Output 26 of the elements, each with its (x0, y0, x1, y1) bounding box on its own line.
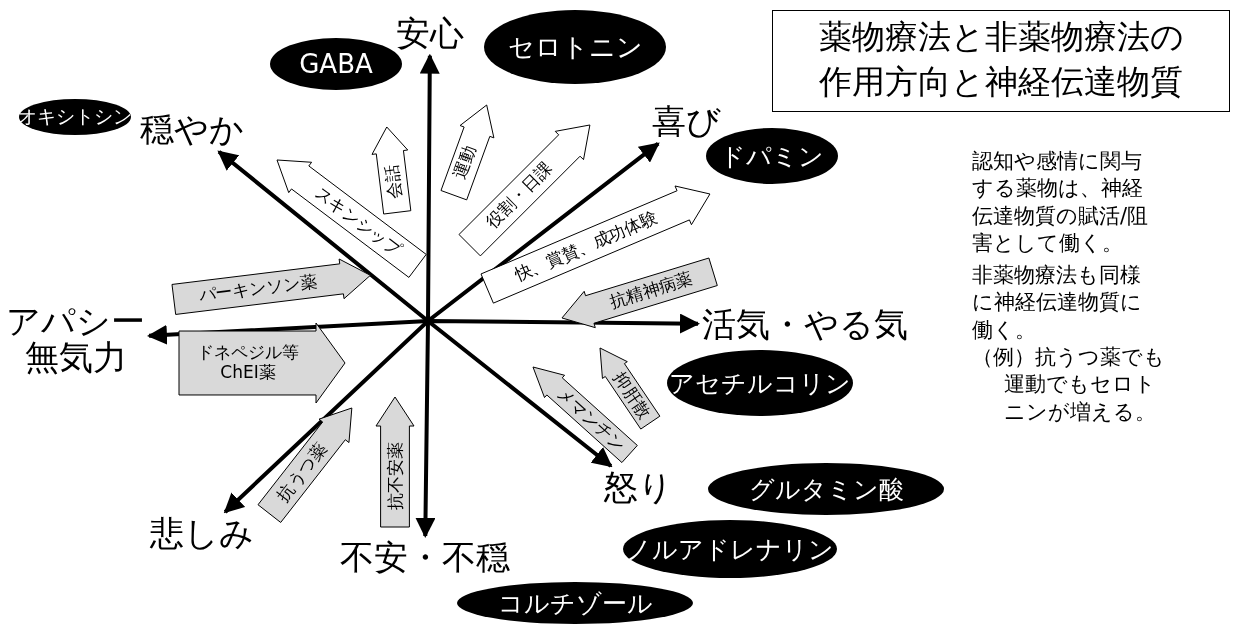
axis-label: 穏やか (140, 112, 244, 148)
note-text: （例）抗うつ薬でも運動でもセロトニンが増える。 (972, 344, 1166, 426)
axis-label: 無気力 (24, 339, 127, 376)
direction-tag: 会話 (371, 126, 412, 216)
axis-label: 怒り (604, 470, 673, 506)
note-text: 非薬物療法も同様に神経伝達物質に働く。 (972, 262, 1143, 344)
axis-arrow (415, 53, 440, 538)
axis-arrow (217, 150, 613, 468)
direction-tag: 運動 (439, 103, 495, 201)
ellipse-label: コルチゾール (457, 582, 693, 624)
axis-label: アパシー (6, 304, 145, 340)
note-text: 認知や感情に関与する薬物は、神経伝達物質の賦活/阻害として働く。 (972, 148, 1150, 257)
ellipse-label: グルタミン酸 (708, 463, 944, 515)
ellipse-label: ノルアドレナリン (623, 520, 837, 578)
title-box: 薬物療法と非薬物療法の作用方向と神経伝達物質 (772, 10, 1230, 112)
direction-tag: パーキンソン薬 (170, 257, 372, 316)
axis-label: 不安・不穏 (340, 540, 510, 576)
ellipse-label: オキシトシン (19, 99, 131, 135)
axis-label: 悲しみ (150, 516, 254, 552)
ellipse-label: アセチルコリン (667, 350, 853, 416)
axis-arrow (223, 142, 660, 514)
direction-tag: 抗うつ薬 (257, 407, 354, 524)
ellipse-label: セロトニン (484, 10, 666, 84)
direction-tag: 抗不安薬 (375, 396, 415, 528)
direction-tag: ドネペジル等ChEI薬 (178, 322, 346, 404)
axis-arrow (147, 313, 700, 345)
